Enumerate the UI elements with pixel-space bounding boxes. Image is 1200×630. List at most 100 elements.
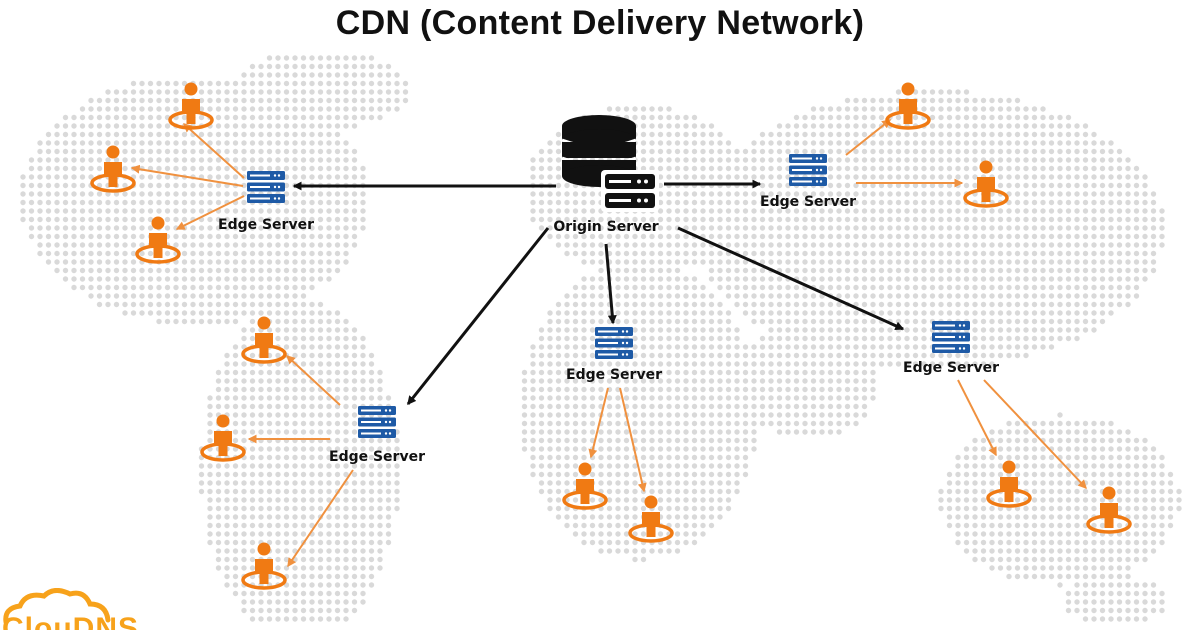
map-dot: [283, 395, 290, 401]
map-dot: [538, 344, 545, 350]
map-dot: [326, 148, 332, 155]
map-dot: [283, 480, 290, 486]
map-dot: [1031, 284, 1038, 291]
map-dot: [258, 522, 264, 529]
map-dot: [1014, 233, 1021, 240]
map-dot: [700, 463, 706, 469]
map-dot: [708, 301, 715, 308]
map-dot: [708, 233, 715, 240]
map-dot: [113, 89, 120, 95]
map-dot: [598, 446, 604, 452]
map-dot: [572, 352, 579, 359]
map-dot: [360, 106, 366, 112]
map-dot: [878, 310, 885, 316]
map-dot: [130, 301, 137, 308]
map-dot: [776, 310, 783, 316]
map-dot: [938, 89, 944, 95]
map-dot: [309, 539, 315, 546]
map-dot: [946, 97, 953, 104]
map-dot: [1031, 250, 1038, 257]
map-dot: [130, 199, 137, 206]
map-dot: [249, 284, 256, 291]
map-dot: [1082, 310, 1089, 316]
map-dot: [717, 216, 723, 223]
map-dot: [130, 225, 137, 231]
map-dot: [1006, 293, 1012, 299]
map-dot: [887, 106, 893, 112]
map-dot: [989, 216, 995, 223]
map-dot: [1031, 191, 1038, 197]
map-dot: [929, 276, 936, 282]
map-dot: [241, 89, 247, 95]
map-dot: [717, 412, 723, 418]
map-dot: [394, 106, 400, 112]
map-dot: [1031, 301, 1038, 308]
map-dot: [292, 539, 298, 546]
map-dot: [1108, 140, 1114, 146]
map-dot: [912, 327, 919, 333]
map-dot: [640, 301, 647, 308]
map-dot: [725, 140, 732, 146]
map-dot: [343, 157, 349, 163]
map-dot: [725, 174, 732, 180]
map-dot: [1142, 250, 1148, 257]
map-dot: [1057, 301, 1063, 308]
map-dot: [963, 182, 970, 189]
map-dot: [819, 208, 825, 214]
map-dot: [351, 590, 358, 597]
map-dot: [326, 327, 332, 333]
map-dot: [1031, 454, 1038, 461]
map-dot: [538, 157, 545, 163]
map-dot: [904, 301, 910, 308]
map-dot: [606, 233, 613, 240]
map-dot: [785, 378, 791, 384]
map-dot: [1014, 242, 1021, 248]
map-dot: [1150, 191, 1157, 197]
map-dot: [394, 488, 400, 495]
map-dot: [351, 599, 358, 605]
map-dot: [1159, 590, 1165, 597]
map-dot: [657, 420, 664, 427]
map-dot: [640, 293, 647, 299]
map-dot: [292, 106, 298, 112]
map-dot: [666, 225, 672, 231]
map-dot: [734, 216, 740, 223]
map-dot: [921, 199, 927, 206]
map-dot: [904, 216, 910, 223]
map-dot: [683, 514, 689, 520]
map-dot: [122, 284, 128, 291]
map-dot: [632, 361, 638, 367]
map-dot: [71, 165, 77, 172]
map-dot: [1065, 267, 1072, 274]
map-dot: [351, 480, 358, 486]
map-dot: [793, 216, 800, 223]
map-dot: [980, 539, 987, 546]
map-dot: [972, 131, 978, 138]
map-dot: [147, 225, 154, 231]
map-dot: [198, 106, 205, 112]
map-dot: [300, 531, 307, 537]
map-dot: [725, 199, 732, 206]
map-dot: [589, 250, 596, 257]
map-dot: [819, 310, 825, 316]
map-dot: [224, 208, 230, 214]
map-dot: [861, 165, 868, 172]
map-dot: [623, 488, 630, 495]
map-dot: [241, 165, 247, 172]
map-dot: [343, 114, 349, 121]
map-dot: [139, 106, 145, 112]
map-dot: [215, 233, 222, 240]
map-dot: [215, 565, 222, 571]
map-dot: [343, 403, 349, 410]
map-dot: [45, 250, 52, 257]
map-dot: [904, 344, 910, 350]
map-dot: [972, 114, 978, 121]
map-dot: [283, 463, 290, 469]
map-dot: [980, 437, 987, 444]
map-dot: [1142, 174, 1148, 180]
map-dot: [326, 199, 332, 206]
map-dot: [317, 395, 324, 401]
map-dot: [717, 344, 723, 350]
map-dot: [963, 497, 970, 503]
map-dot: [266, 216, 273, 223]
